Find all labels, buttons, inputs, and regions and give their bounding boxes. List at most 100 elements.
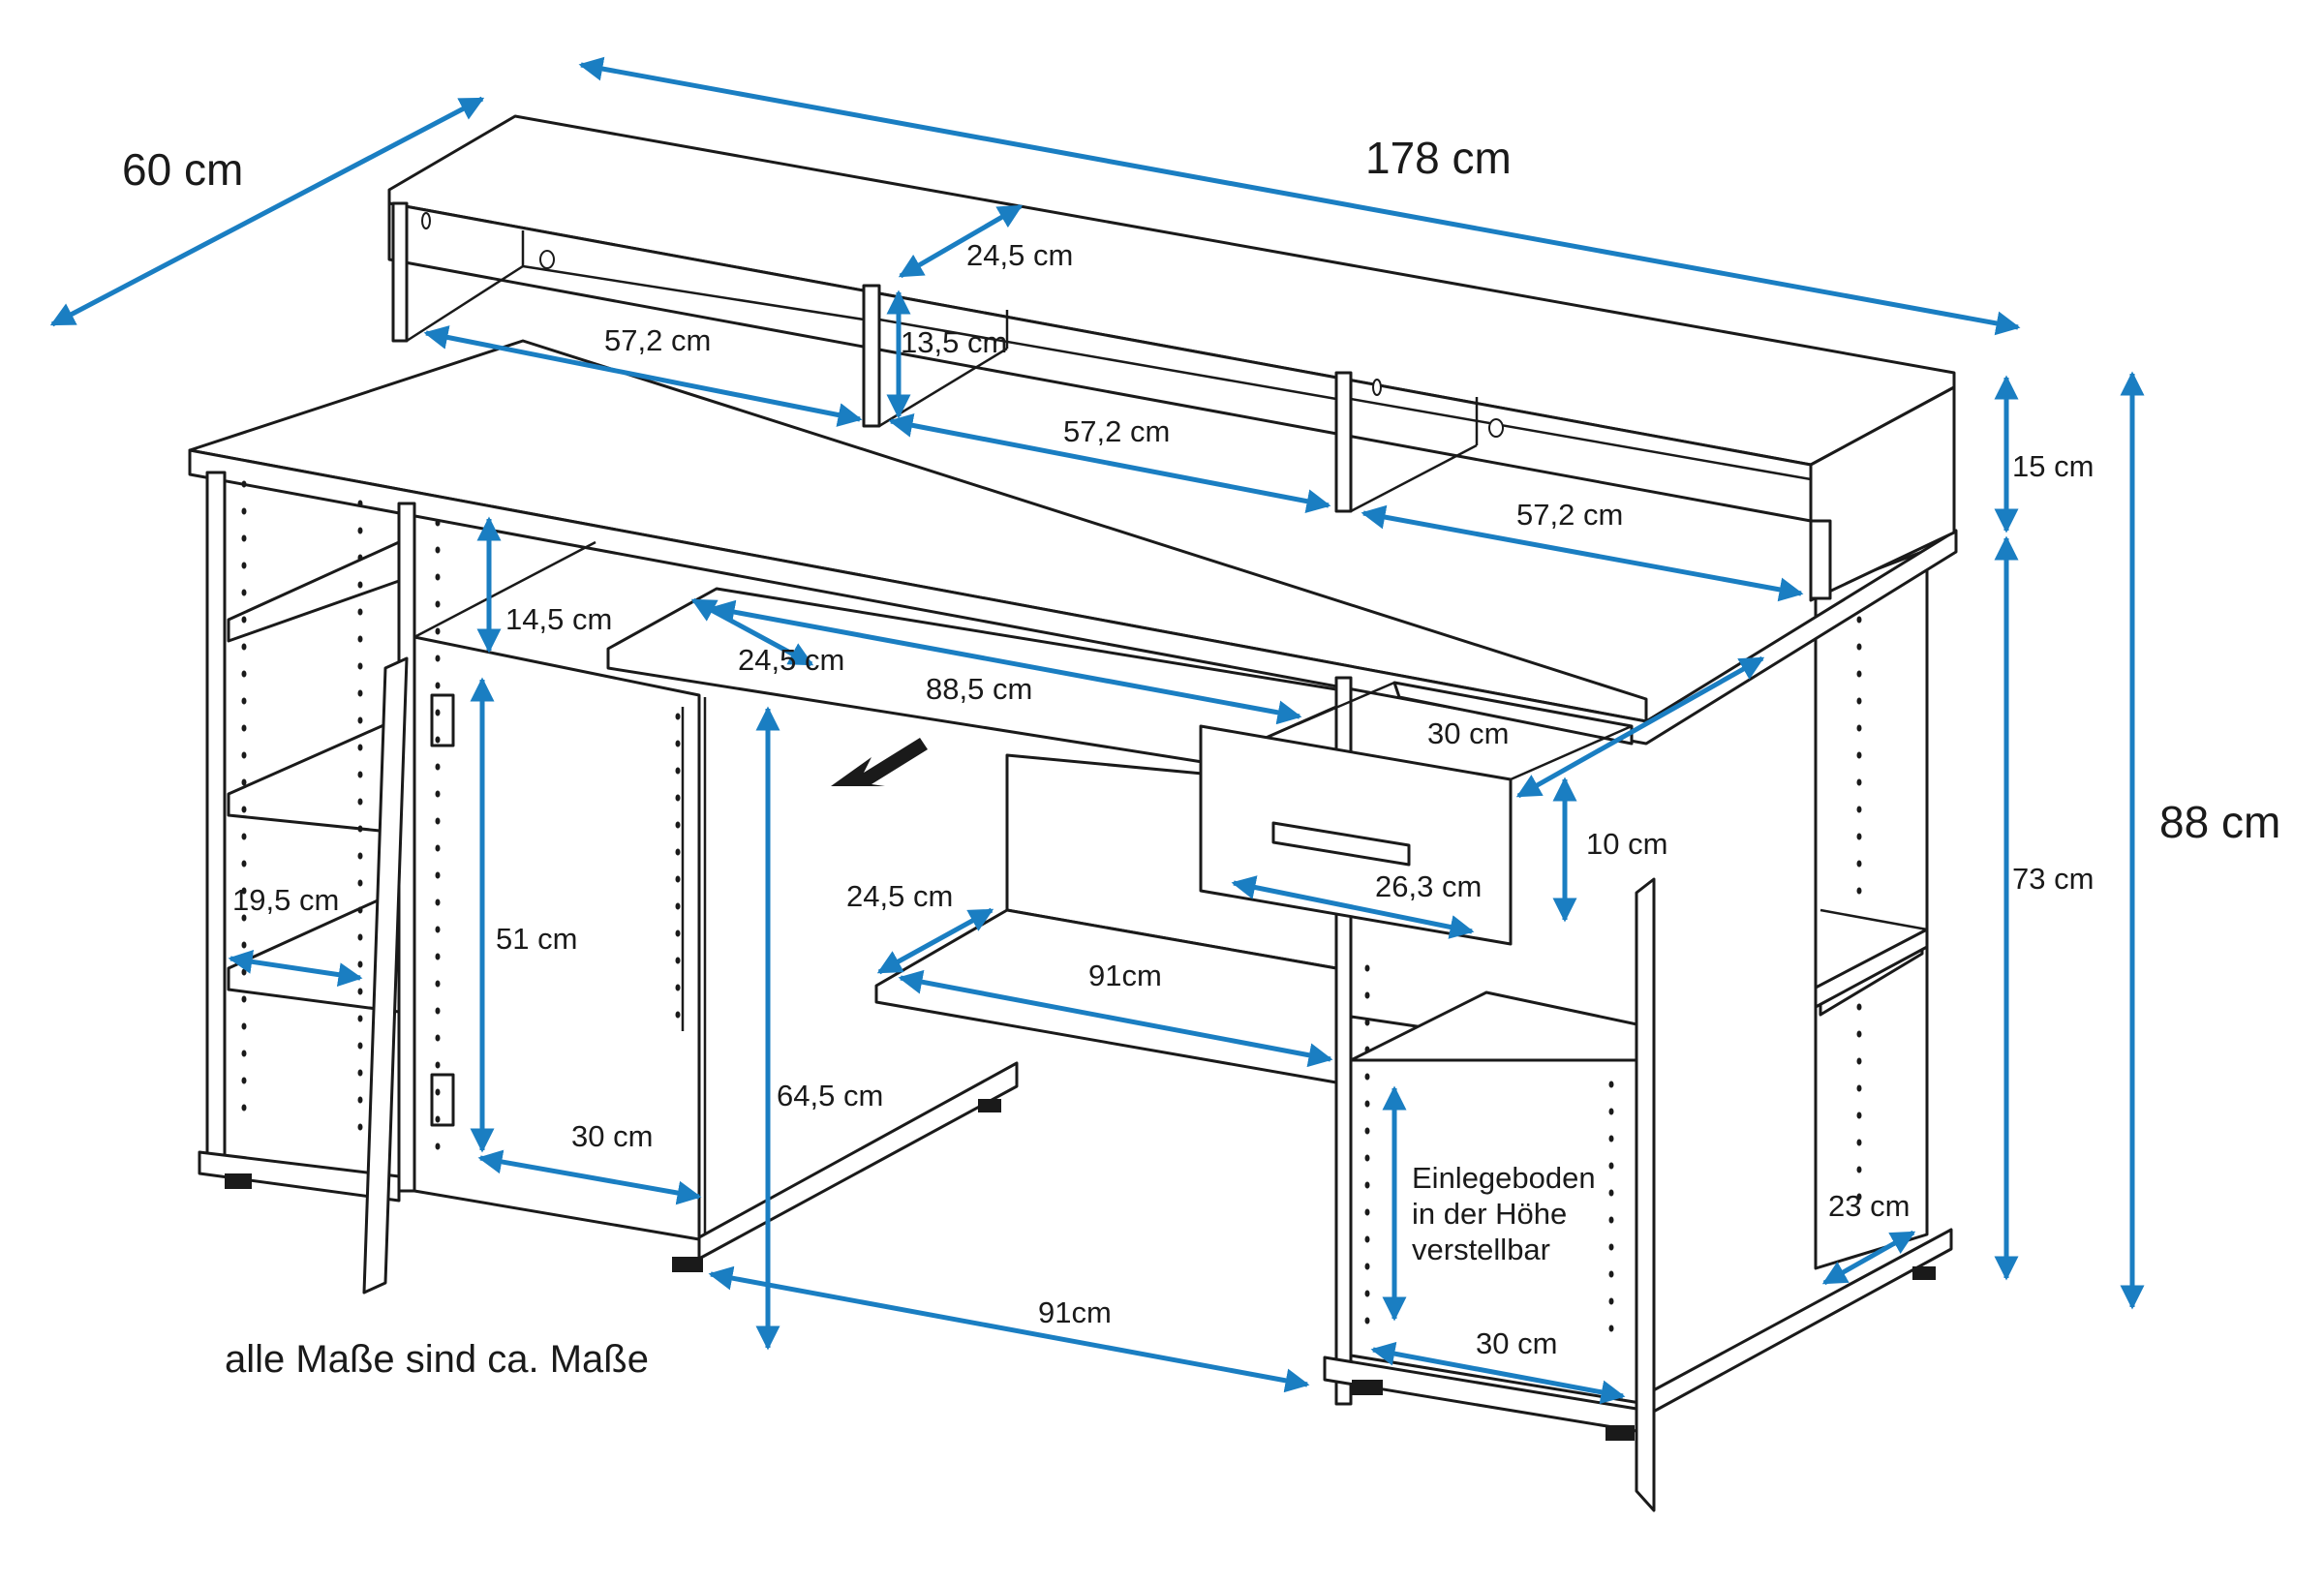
shelf-pin-hole [357, 771, 363, 778]
shelf-pin-hole [435, 1088, 441, 1096]
shelf-pin-hole [675, 740, 681, 747]
shelf-pin-hole [1856, 1084, 1862, 1092]
shelf-pin-hole [1364, 1127, 1370, 1135]
shelf-pin-hole [1856, 860, 1862, 868]
shelf-pin-hole [1364, 1208, 1370, 1216]
pull-out-arrow-icon [831, 738, 928, 786]
shelf-pin-hole [1608, 1135, 1614, 1142]
shelf-pin-hole [435, 980, 441, 988]
label-width-total: 178 cm [1365, 133, 1512, 183]
shelf-pin-hole [241, 507, 247, 515]
shelf-pin-hole [357, 635, 363, 643]
dim-line-right-cabinet-depth [1370, 1341, 1626, 1405]
dim-line-foot-shelf-depth [876, 907, 994, 975]
dim-line-shelf-width-left [423, 325, 863, 427]
shelf-pin-hole [1364, 1019, 1370, 1026]
shelf-pin-hole [241, 1050, 247, 1057]
dim-line-shelf-width-center [888, 412, 1331, 514]
shelf-pin-hole [1364, 1100, 1370, 1108]
shelf-pin-hole [241, 778, 247, 786]
shelf-pin-hole [1364, 1046, 1370, 1053]
shelf-pin-hole [357, 744, 363, 751]
shelf-pin-hole [1856, 1166, 1862, 1173]
shelf-pin-hole [435, 627, 441, 635]
shelf-pin-hole [357, 879, 363, 887]
shelf-pin-hole [357, 689, 363, 697]
label-height-top-shelf: 15 cm [2012, 449, 2095, 483]
shelf-pin-hole [241, 724, 247, 732]
shelf-pin-hole [357, 581, 363, 589]
shelf-pin-hole [357, 1123, 363, 1131]
label-shelf-depth-top: 24,5 cm [966, 238, 1074, 272]
shelf-pin-hole [241, 589, 247, 596]
dim-line-width-total [578, 56, 2021, 336]
shelf-pin-hole [675, 875, 681, 883]
shelf-pin-hole [1856, 724, 1862, 732]
shelf-pin-hole [435, 763, 441, 771]
shelf-pin-hole [1608, 1108, 1614, 1115]
shelf-pin-hole [1856, 697, 1862, 705]
dim-line-drawer-width [1231, 875, 1475, 939]
note-line: Einlegeboden [1412, 1161, 1596, 1195]
shelf-pin-hole [241, 1077, 247, 1084]
shelf-pin-hole [1364, 964, 1370, 972]
shelf-pin-hole [357, 825, 363, 833]
shelf-pin-hole [241, 941, 247, 949]
label-left-shelf-depth: 19,5 cm [232, 883, 340, 917]
dim-line-depth-total [49, 96, 485, 327]
shelf-pin-hole [675, 1011, 681, 1019]
shelf-pin-hole [675, 848, 681, 856]
shelf-pin-hole [435, 1142, 441, 1150]
shelf-pin-hole [1364, 1154, 1370, 1162]
shelf-pin-hole [1856, 643, 1862, 651]
shelf-pin-hole [357, 1096, 363, 1104]
shelf-pin-hole [435, 871, 441, 879]
shelf-pin-hole [435, 926, 441, 933]
label-shelf-width-right: 57,2 cm [1516, 498, 1624, 532]
shelf-pin-hole [241, 860, 247, 868]
shelf-pin-hole [357, 527, 363, 534]
label-foot-shelf-depth: 24,5 cm [846, 879, 954, 913]
shelf-pin-hole [1364, 991, 1370, 999]
shelf-pin-hole [1608, 1270, 1614, 1278]
shelf-pin-hole [241, 670, 247, 678]
shelf-pin-hole [357, 1069, 363, 1077]
shelf-pin-hole [675, 902, 681, 910]
shelf-pin-hole [435, 600, 441, 608]
shelf-pin-hole [357, 608, 363, 616]
label-drawer-width: 26,3 cm [1375, 869, 1483, 903]
shelf-pin-hole [1856, 833, 1862, 840]
shelf-pin-hole [241, 806, 247, 813]
label-shelf-width-left: 57,2 cm [604, 323, 712, 357]
shelf-pin-hole [241, 480, 247, 488]
shelf-pin-hole [435, 1061, 441, 1069]
shelf-pin-hole [675, 821, 681, 829]
label-drawer-height: 10 cm [1586, 827, 1668, 861]
shelf-pin-hole [357, 662, 363, 670]
shelf-pin-hole [1364, 1263, 1370, 1270]
shelf-pin-hole [1856, 751, 1862, 759]
shelf-pin-hole [357, 933, 363, 941]
shelf-pin-hole [241, 643, 247, 651]
label-right-shelf-depth: 23 cm [1828, 1189, 1911, 1223]
label-leg-clearance: 64,5 cm [777, 1079, 884, 1112]
shelf-pin-hole [1856, 778, 1862, 786]
shelf-pin-hole [675, 767, 681, 775]
dim-line-shelf-depth-top [898, 203, 1024, 279]
shelf-pin-hole [1856, 806, 1862, 813]
label-drawer-depth: 30 cm [1427, 716, 1510, 750]
shelf-pin-hole [1608, 1189, 1614, 1197]
dim-line-foot-shelf-width [898, 969, 1333, 1068]
shelf-pin-hole [1364, 1235, 1370, 1243]
note-line: in der Höhe [1412, 1197, 1568, 1231]
shelf-pin-hole [675, 929, 681, 937]
shelf-pin-hole [241, 995, 247, 1003]
shelf-pin-hole [435, 1034, 441, 1042]
label-cabinet-height: 51 cm [496, 922, 578, 956]
label-right-cabinet-depth: 30 cm [1476, 1326, 1558, 1360]
shelf-pin-hole [241, 1022, 247, 1030]
shelf-pin-hole [241, 616, 247, 624]
shelf-pin-hole [241, 887, 247, 895]
shelf-pin-hole [675, 984, 681, 991]
dim-line-right-shelf-depth [1821, 1230, 1916, 1286]
